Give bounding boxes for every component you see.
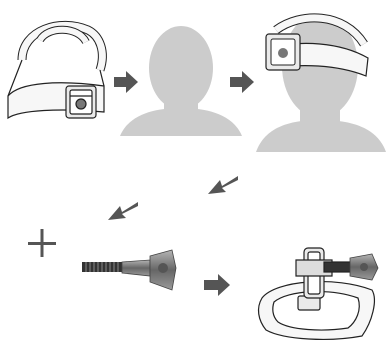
arrow-down-left-icon: [108, 202, 138, 220]
base-mount-with-arm-icon: [259, 248, 378, 339]
headstrap-mount-icon: [8, 25, 104, 118]
arrow-right-icon: [230, 71, 254, 93]
plus-icon: [28, 229, 56, 257]
head-with-strap-icon: [256, 14, 386, 152]
head-silhouette-icon: [120, 26, 242, 136]
thumbscrew-icon: [82, 250, 176, 290]
arrow-right-icon: [114, 71, 138, 93]
arrow-down-left-icon: [208, 176, 238, 194]
arrow-right-icon: [204, 274, 230, 296]
